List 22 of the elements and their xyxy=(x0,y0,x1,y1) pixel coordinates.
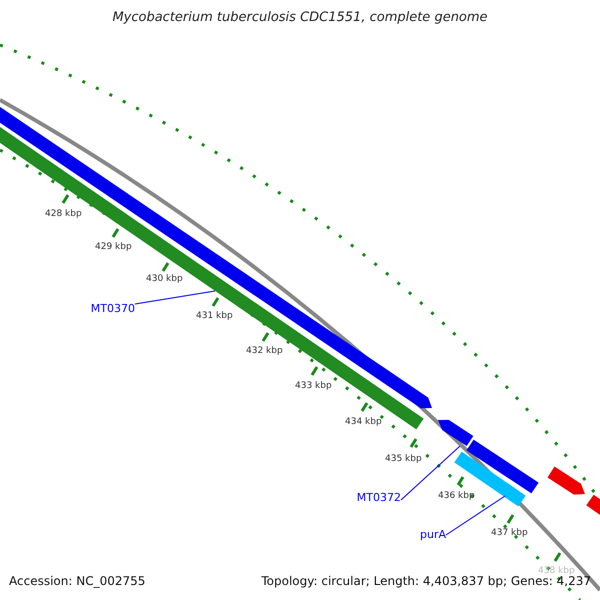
genome-info-text: Topology: circular; Length: 4,403,837 bp; Genes: 4,237 xyxy=(261,574,591,588)
scale-label: 438 kbp xyxy=(538,566,575,576)
scale-label: 435 kbp xyxy=(385,454,422,464)
leader-line xyxy=(400,446,460,500)
scale-label: 432 kbp xyxy=(246,346,283,356)
title: Mycobacterium tuberculosis CDC1551, complete genome xyxy=(111,10,489,25)
scale-label: 436 kbp xyxy=(438,491,475,501)
gene-label: purA xyxy=(420,528,446,541)
scale-label: 430 kbp xyxy=(146,274,183,284)
scale-label: 437 kbp xyxy=(491,528,528,538)
scale-label: 428 kbp xyxy=(45,209,82,219)
scale-label: 431 kbp xyxy=(196,311,233,321)
gene-feature xyxy=(438,420,474,446)
gene-label: MT0370 xyxy=(90,302,135,315)
leader-line xyxy=(134,290,216,304)
leader-line xyxy=(446,496,506,536)
scale-label: 429 kbp xyxy=(95,242,132,252)
gene-label: MT0372 xyxy=(356,491,401,504)
gene-feature xyxy=(454,452,526,506)
scale-label: 433 kbp xyxy=(295,381,332,391)
accession-text: Accession: NC_002755 xyxy=(9,574,146,588)
scale-label: 434 kbp xyxy=(345,417,382,427)
